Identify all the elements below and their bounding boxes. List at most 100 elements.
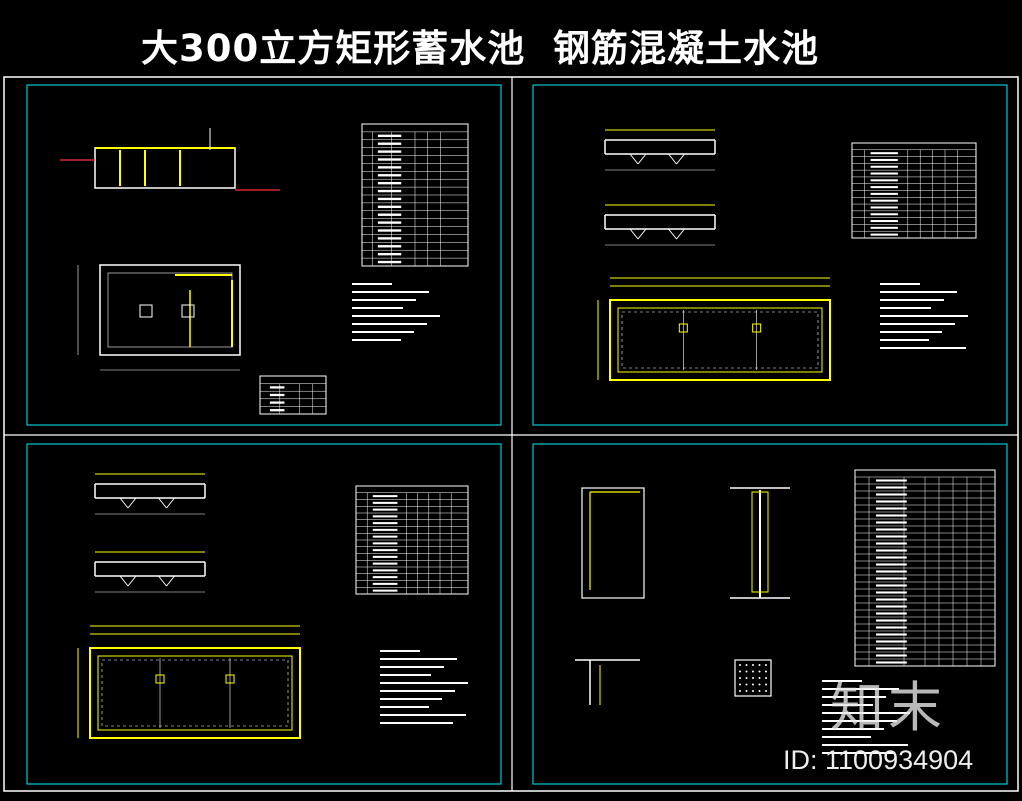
plan-inner — [107, 272, 233, 348]
table-cell-text — [870, 213, 898, 216]
tank-reinforcement-plan — [77, 625, 301, 739]
rebar-dot — [765, 690, 767, 692]
drawing-line — [629, 153, 639, 165]
note-line — [880, 331, 942, 333]
design-notes — [352, 283, 440, 341]
table-cell-text — [876, 626, 907, 629]
rebar-table — [361, 123, 469, 267]
table-cell-text — [876, 598, 907, 601]
table-cell-text — [870, 220, 898, 223]
note-line — [880, 291, 957, 293]
table-cell-text — [870, 165, 898, 168]
table-cell-text — [870, 186, 898, 189]
section-detail — [94, 473, 206, 515]
table-cell-text — [377, 150, 402, 153]
table-cell-text — [377, 166, 402, 169]
drawing-line — [127, 497, 137, 509]
rebar-dot — [752, 677, 754, 679]
design-notes — [880, 283, 968, 349]
table-cell-text — [372, 495, 398, 498]
rebar-dot — [752, 664, 754, 666]
drawing-title: 大300立方矩形蓄水池 钢筋混凝土水池 — [141, 27, 819, 70]
column — [139, 304, 153, 318]
note-line — [352, 307, 403, 309]
table-cell-text — [870, 152, 898, 155]
table-cell-text — [876, 549, 907, 552]
note-line — [880, 307, 931, 309]
table-cell-text — [372, 522, 398, 525]
column — [752, 323, 762, 333]
tank-section — [60, 128, 280, 191]
rebar-grid — [101, 659, 289, 727]
rebar-dot — [739, 683, 741, 686]
table-cell-text — [876, 542, 907, 545]
table-cell-text — [876, 507, 907, 510]
note-line — [352, 331, 414, 333]
note-line — [352, 323, 427, 325]
note-line — [822, 744, 908, 746]
rebar-table — [355, 485, 469, 595]
drawing-line — [637, 228, 647, 240]
table-cell-text — [876, 486, 907, 489]
note-line — [822, 696, 886, 698]
table-cell-text — [870, 158, 898, 161]
design-notes — [822, 680, 910, 754]
table-cell-text — [377, 252, 402, 256]
table-cell-text — [377, 142, 402, 145]
table-cell-text — [372, 569, 398, 572]
watermark-logo: 知末 — [830, 676, 946, 739]
table-cell-text — [870, 206, 898, 209]
note-line — [822, 736, 871, 738]
drawing-line — [119, 497, 129, 509]
outer-frame — [3, 76, 1019, 792]
rebar-table — [854, 469, 996, 667]
drawing-line — [629, 228, 639, 240]
table-cell-text — [870, 192, 898, 195]
table-cell-text — [377, 189, 402, 193]
rebar-dot — [765, 670, 767, 673]
table-cell-text — [876, 647, 907, 650]
tank-plan — [77, 264, 241, 371]
table-cell-text — [876, 563, 907, 566]
table-cell-text — [372, 589, 398, 592]
table-cell-text — [876, 500, 907, 503]
table-cell-text — [269, 409, 285, 412]
table-cell-text — [876, 514, 907, 517]
table-cell-text — [377, 181, 402, 185]
rebar-dot — [758, 664, 761, 666]
section-detail — [604, 129, 716, 171]
rebar-dot — [765, 677, 767, 679]
column — [225, 674, 235, 684]
table-cell-text — [372, 582, 398, 585]
note-line — [880, 299, 944, 301]
note-line — [880, 315, 968, 317]
note-line — [352, 291, 429, 293]
table-cell-text — [372, 576, 398, 579]
rebar-dot — [739, 670, 741, 673]
drawing-line — [668, 228, 677, 240]
table-cell-text — [372, 508, 398, 511]
drawing-line — [127, 575, 137, 587]
drawing-line — [676, 153, 685, 165]
corner-detail — [575, 659, 640, 705]
panel-plan-and-section-with-equipment-table — [26, 84, 502, 426]
note-line — [380, 690, 455, 692]
table-cell-text — [377, 260, 402, 264]
note-line — [380, 722, 453, 724]
rebar-dot — [745, 690, 748, 692]
table-cell-text — [870, 179, 898, 182]
table-cell-text — [377, 221, 402, 224]
note-line — [380, 682, 468, 684]
note-line — [380, 706, 429, 708]
table-cell-text — [372, 501, 398, 504]
panel-inner-frame — [532, 84, 1008, 426]
drawing-line — [637, 153, 647, 165]
rebar-dot — [739, 690, 741, 692]
rebar-grid — [621, 311, 819, 369]
note-line — [380, 658, 457, 660]
rebar-dot — [739, 677, 741, 679]
tank-inner — [617, 307, 823, 373]
rebar-dot — [745, 664, 748, 666]
table-cell-text — [377, 134, 402, 138]
